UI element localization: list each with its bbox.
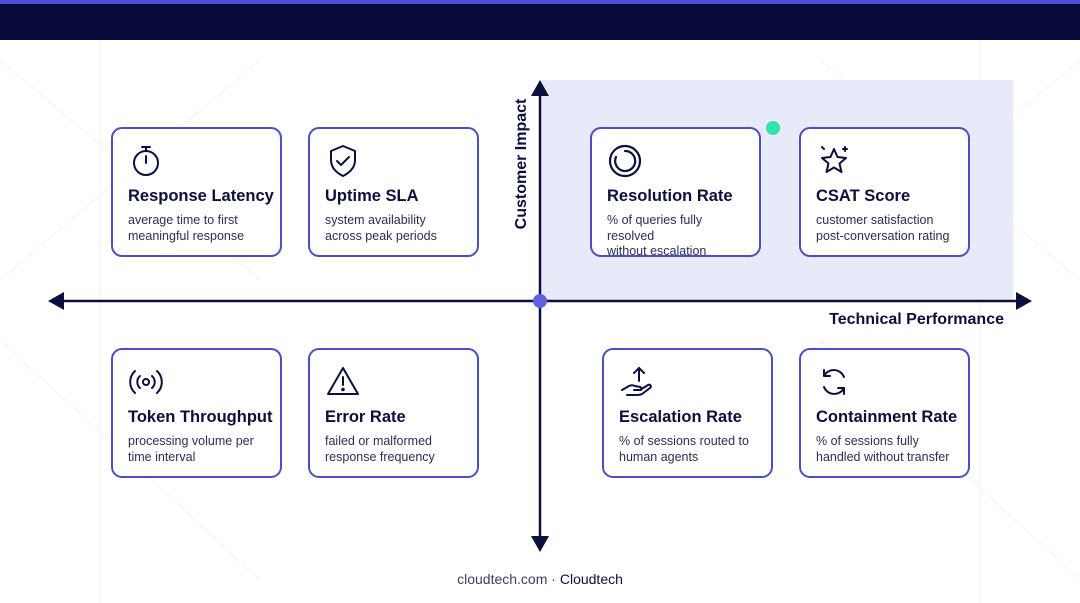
card-description: % of sessions routed to human agents <box>619 434 756 465</box>
card-description-line: handled without transfer <box>816 449 950 464</box>
card-title: Token Throughput <box>128 408 273 426</box>
circle-progress-icon <box>607 143 643 179</box>
card-description: average time to first meaningful respons… <box>128 213 265 244</box>
hand-up-arrow-icon <box>619 364 655 400</box>
refresh-cycle-icon <box>816 364 852 400</box>
card-description: customer satisfaction post-conversation … <box>816 213 953 244</box>
metric-card-uptime-sla: Uptime SLA system availability across pe… <box>308 127 479 257</box>
card-description: processing volume per time interval <box>128 434 265 465</box>
card-description-line: system availability <box>325 213 426 227</box>
card-title: Error Rate <box>325 408 406 426</box>
card-title: Uptime SLA <box>325 187 419 205</box>
card-description: % of sessions fully handled without tran… <box>816 434 953 465</box>
x-axis-arrow-right <box>1016 292 1032 310</box>
warning-triangle-icon <box>325 364 361 400</box>
card-description: failed or malformed response frequency <box>325 434 462 465</box>
top-accent-line <box>0 0 1080 4</box>
card-description-line: failed or malformed <box>325 434 432 448</box>
metric-card-escalation-rate: Escalation Rate % of sessions routed to … <box>602 348 773 478</box>
card-description: system availability across peak periods <box>325 213 462 244</box>
highlight-marker-dot <box>766 121 780 135</box>
footer-separator: · <box>547 571 560 587</box>
origin-dot <box>533 294 547 308</box>
shield-check-icon <box>325 143 361 179</box>
metric-card-error-rate: Error Rate failed or malformed response … <box>308 348 479 478</box>
y-axis-arrow-down <box>531 536 549 552</box>
metric-card-resolution-rate: Resolution Rate % of queries fully resol… <box>590 127 761 260</box>
footer-site: cloudtech.com <box>457 571 548 587</box>
card-title: Containment Rate <box>816 408 958 426</box>
sparkle-star-icon <box>816 143 852 179</box>
card-title: Escalation Rate <box>619 408 742 426</box>
broadcast-icon <box>128 364 164 400</box>
metric-card-token-throughput: Token Throughput processing volume per t… <box>111 348 282 478</box>
card-description-line: customer satisfaction <box>816 213 934 227</box>
metric-card-containment-rate: Containment Rate % of sessions fully han… <box>799 348 970 478</box>
card-description-line: % of sessions fully <box>816 434 919 448</box>
card-title: Resolution Rate <box>607 187 733 205</box>
card-description-line: without escalation <box>607 244 707 258</box>
card-description-line: post-conversation rating <box>816 228 950 243</box>
y-axis-arrow-up <box>531 80 549 96</box>
card-description-line: processing volume per <box>128 434 254 448</box>
top-banner <box>0 0 1080 40</box>
card-description-line: meaningful response <box>128 228 245 243</box>
card-description-line: human agents <box>619 449 699 464</box>
card-title: CSAT Score <box>816 187 911 205</box>
x-axis-arrow-left <box>48 292 64 310</box>
card-description-line: across peak periods <box>325 228 437 243</box>
footer: cloudtech.com · Cloudtech <box>0 571 1080 587</box>
stopwatch-icon <box>128 143 164 179</box>
card-description-line: % of sessions routed to <box>619 434 749 448</box>
metric-card-response-latency: Response Latency average time to first m… <box>111 127 282 257</box>
card-title: Response Latency <box>128 187 274 205</box>
card-description-line: % of queries fully resolved <box>607 213 703 243</box>
x-axis-label: Technical Performance <box>829 311 1004 328</box>
footer-brand: Cloudtech <box>559 571 623 587</box>
card-description: % of queries fully resolved without esca… <box>607 213 744 260</box>
card-description-line: response frequency <box>325 449 435 464</box>
card-description-line: average time to first <box>128 213 238 227</box>
card-description-line: time interval <box>128 449 196 464</box>
y-axis-label: Customer Impact <box>513 98 530 230</box>
metric-card-csat-score: CSAT Score customer satisfaction post-co… <box>799 127 970 257</box>
